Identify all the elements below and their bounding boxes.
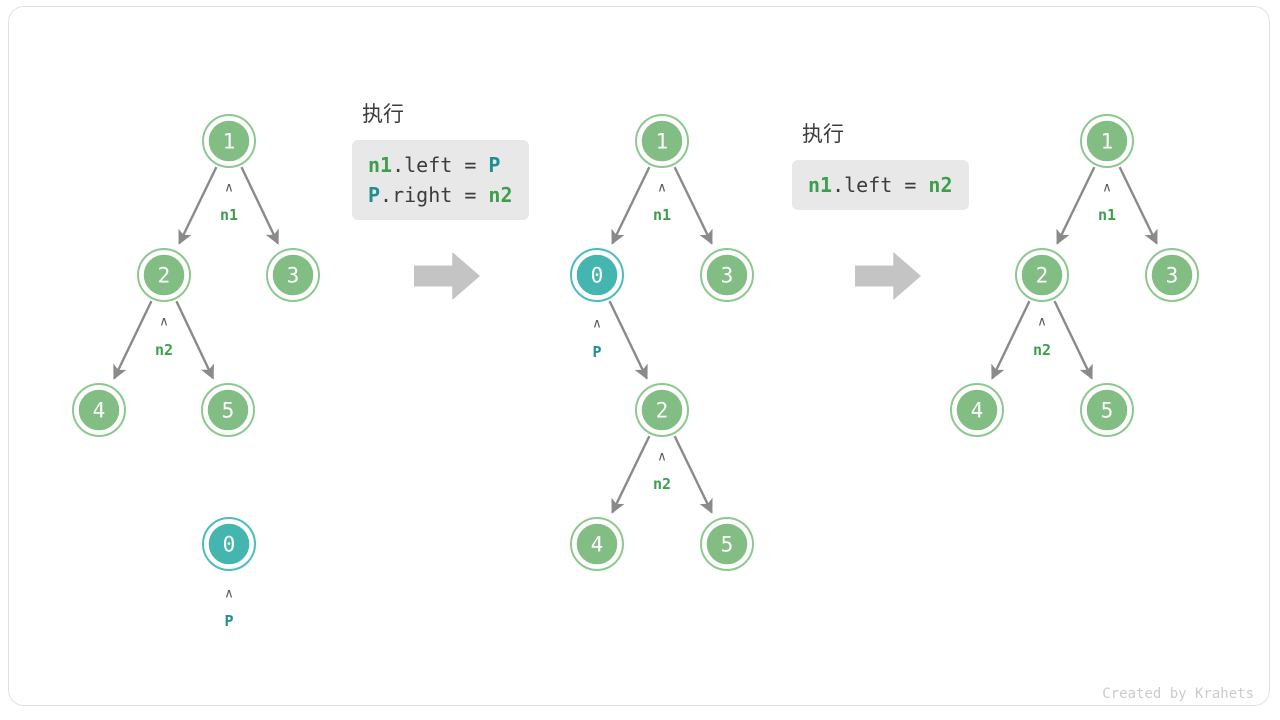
tree-node-3[interactable]: 3: [1145, 248, 1199, 302]
code-token: .left =: [392, 153, 489, 177]
tree-node-value: 4: [93, 399, 106, 423]
tree-edge: [1118, 166, 1158, 245]
code-token: n2: [928, 173, 953, 197]
tree-edge: [608, 300, 648, 380]
tree-node-2[interactable]: 2: [137, 248, 191, 302]
pointer-n1: n1: [1098, 206, 1116, 224]
pointer-p: P: [224, 612, 233, 630]
code-token: .right =: [380, 183, 489, 207]
code-line: P.right = n2: [368, 180, 513, 210]
code-line: n1.left = P: [368, 150, 513, 180]
pointer-n1: n1: [220, 206, 238, 224]
tree-node-value: 0: [591, 264, 604, 288]
tree-node-value: 1: [1101, 130, 1114, 154]
caret-icon: ∧: [657, 181, 667, 196]
caret-icon: ∧: [159, 315, 169, 330]
tree-node-5[interactable]: 5: [1080, 383, 1134, 437]
tree-node-3[interactable]: 3: [266, 248, 320, 302]
block-arrow-1: [414, 252, 480, 300]
tree-node-value: 5: [721, 533, 734, 557]
tree-node-value: 3: [287, 264, 300, 288]
tree-node-value: 0: [223, 533, 236, 557]
tree-edge: [113, 300, 153, 380]
caret-icon: ∧: [1102, 181, 1112, 196]
caret-icon: ∧: [657, 450, 667, 465]
tree-nodes: 1 2 3 4 5 0 1 0 3 2 4 5 1 2 3 4 5: [72, 114, 1199, 571]
tree-edge: [673, 435, 713, 514]
caret-icon: ∧: [1037, 315, 1047, 330]
tree-edge: [1056, 166, 1096, 245]
step-arrows: [414, 252, 921, 300]
tree-node-value: 5: [222, 399, 235, 423]
tree-node-value: 5: [1101, 399, 1114, 423]
tree-node-1[interactable]: 1: [202, 114, 256, 168]
pointer-labels: ∧ n1 ∧ n2 ∧ P ∧ n1 ∧ P ∧ n2 ∧ n1 ∧ n2: [155, 181, 1116, 631]
tree-edge: [1053, 300, 1093, 380]
tree-edge: [673, 166, 713, 245]
tree-edges: [113, 166, 1158, 514]
pointer-n2: n2: [653, 475, 671, 493]
tree-node-4[interactable]: 4: [950, 383, 1004, 437]
tree-node-value: 2: [158, 264, 171, 288]
tree-node-value: 3: [721, 264, 734, 288]
tree-node-0[interactable]: 0: [202, 517, 256, 571]
tree-node-value: 2: [1036, 264, 1049, 288]
tree-node-2[interactable]: 2: [1015, 248, 1069, 302]
code-snippet-box: n1.left = n2: [792, 160, 969, 210]
tree-node-value: 1: [223, 130, 236, 154]
tree-node-value: 1: [656, 130, 669, 154]
code-token: n1: [368, 153, 393, 177]
pointer-n2: n2: [155, 341, 173, 359]
tree-node-1[interactable]: 1: [1080, 114, 1134, 168]
caret-icon: ∧: [224, 587, 234, 602]
tree-edge: [175, 300, 215, 380]
tree-node-value: 4: [971, 399, 984, 423]
tree-node-value: 4: [591, 533, 604, 557]
tree-node-value: 3: [1166, 264, 1179, 288]
code-token: P: [368, 183, 381, 207]
tree-node-5[interactable]: 5: [201, 383, 255, 437]
tree-node-4[interactable]: 4: [570, 517, 624, 571]
code-token: n1: [808, 173, 833, 197]
pointer-n1: n1: [653, 206, 671, 224]
code-line: n1.left = n2: [808, 170, 953, 200]
tree-node-value: 2: [656, 399, 669, 423]
code-token: P: [488, 153, 501, 177]
tree-node-0[interactable]: 0: [570, 248, 624, 302]
tree-node-2[interactable]: 2: [635, 383, 689, 437]
footer-credit: Created by Krahets: [1102, 686, 1254, 702]
pointer-n2: n2: [1033, 341, 1051, 359]
tree-edge: [611, 166, 651, 245]
caret-icon: ∧: [224, 181, 234, 196]
tree-node-1[interactable]: 1: [635, 114, 689, 168]
caret-icon: ∧: [592, 317, 602, 332]
tree-edge: [178, 166, 218, 245]
step-caption: 执行: [362, 102, 404, 126]
code-token: .left =: [832, 173, 929, 197]
tree-node-3[interactable]: 3: [700, 248, 754, 302]
tree-edge: [240, 166, 279, 245]
tree-edge: [991, 300, 1031, 380]
step-caption: 执行: [802, 122, 844, 146]
tree-edge: [611, 435, 651, 514]
block-arrow-2: [855, 252, 921, 300]
pointer-p: P: [592, 343, 601, 361]
tree-node-4[interactable]: 4: [72, 383, 126, 437]
tree-node-5[interactable]: 5: [700, 517, 754, 571]
code-token: n2: [488, 183, 513, 207]
